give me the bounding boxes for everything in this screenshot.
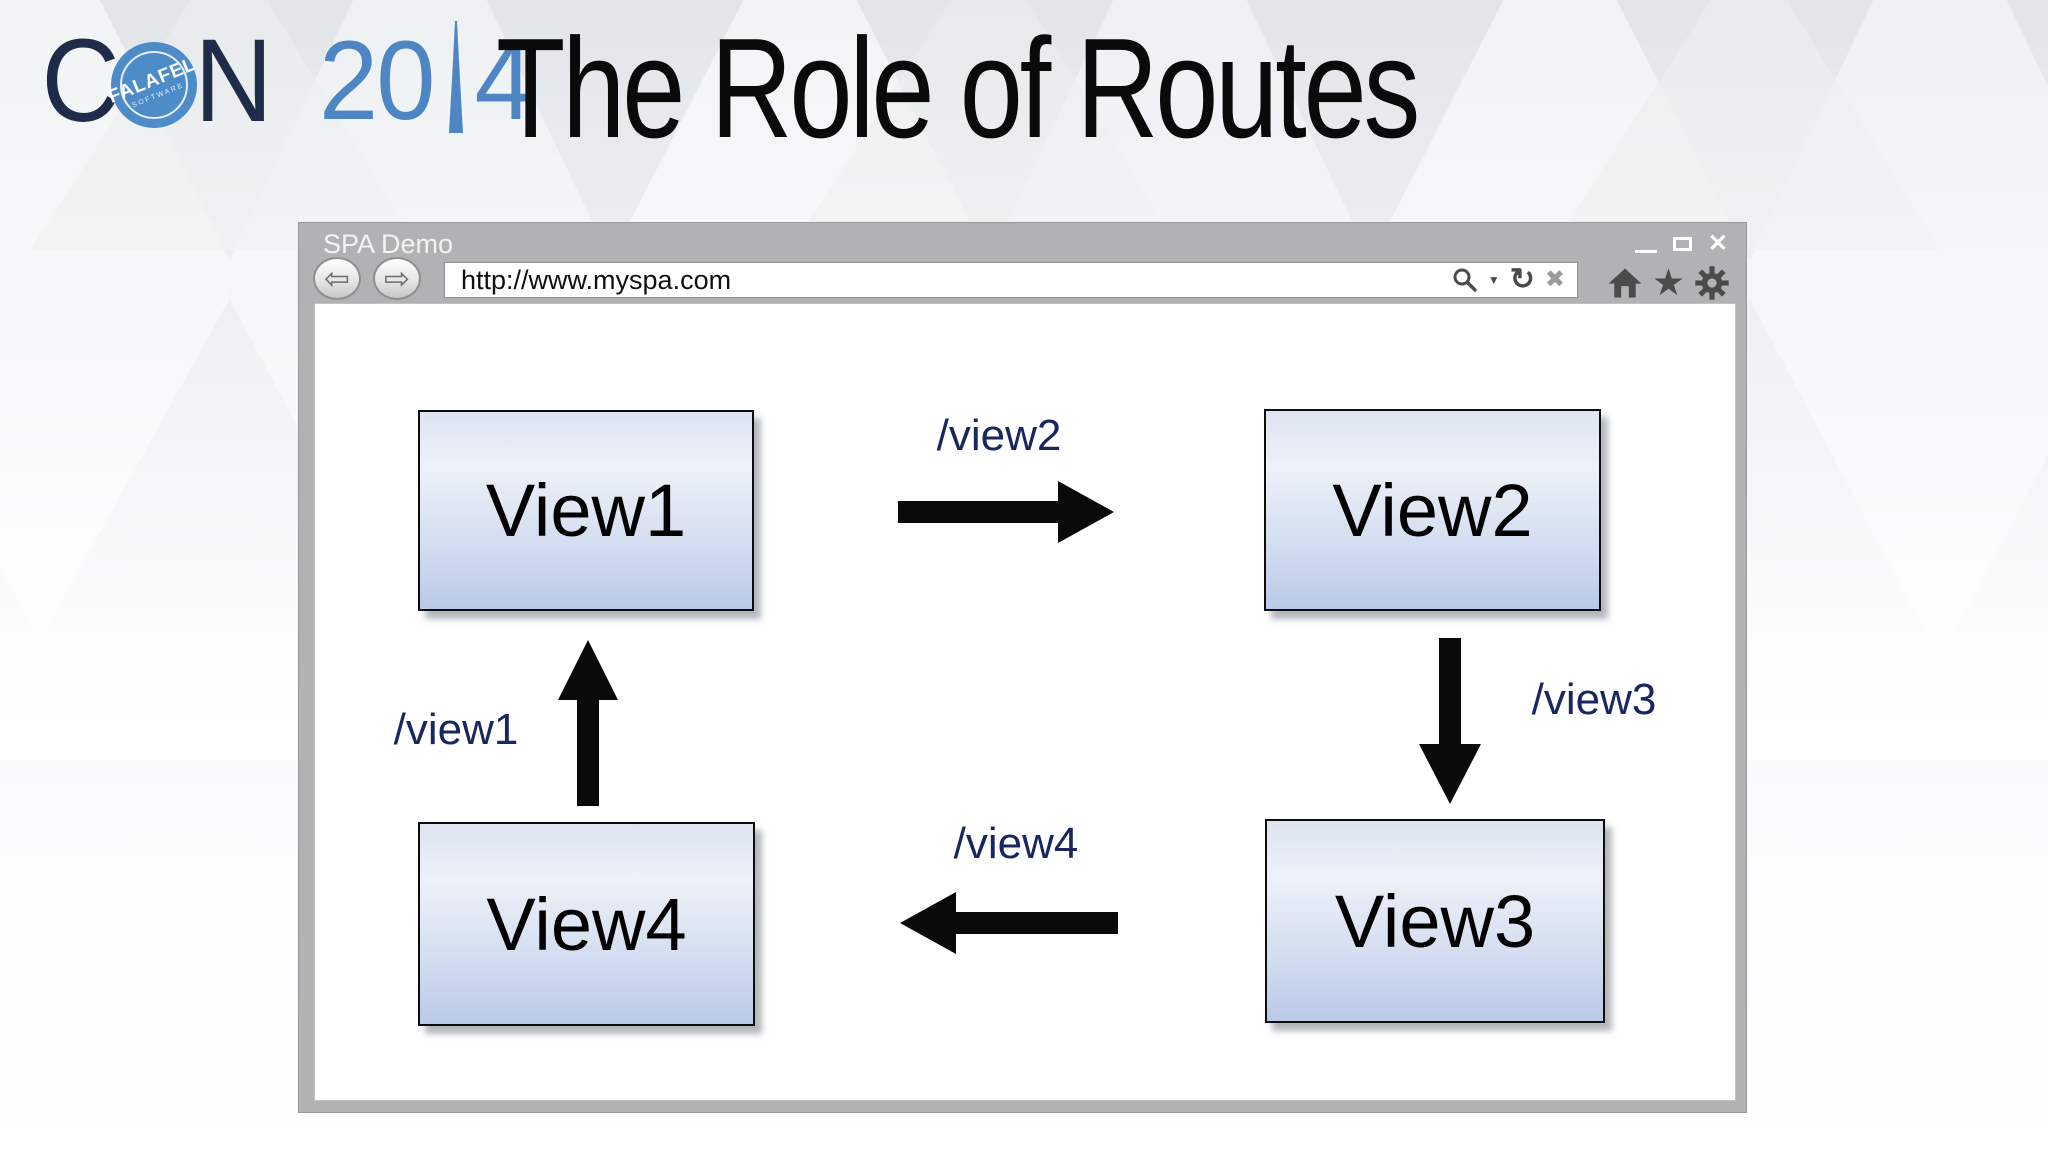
arrow-view1-icon xyxy=(558,640,618,806)
browser-window: SPA Demo ✕ ⇦ ⇨ http://www.myspa.com ▼ ↻ … xyxy=(298,222,1747,1113)
logo-letter-n: N xyxy=(194,15,273,147)
star-icon[interactable]: ★ xyxy=(1651,262,1685,303)
view3-label: View3 xyxy=(1334,879,1536,963)
logo-letter-c: C xyxy=(41,15,119,147)
url-text[interactable]: http://www.myspa.com xyxy=(461,264,732,295)
route-arrows xyxy=(558,481,1481,954)
search-icon[interactable] xyxy=(1452,267,1478,293)
falafel-badge-icon: FALAFEL SOFTWARE xyxy=(106,42,199,128)
minimize-button[interactable] xyxy=(1634,249,1657,253)
arrow-view2-icon xyxy=(898,481,1114,543)
home-icon[interactable] xyxy=(1607,266,1643,300)
logo-year-20: 20 xyxy=(319,18,435,143)
close-button[interactable]: ✕ xyxy=(1707,230,1728,257)
view2-label: View2 xyxy=(1332,468,1533,552)
route-label-view1: /view1 xyxy=(393,705,519,754)
arrow-view4-icon xyxy=(900,892,1118,954)
page-title: The Role of Routes xyxy=(496,9,1420,168)
route-label-view4: /view4 xyxy=(953,819,1079,868)
view3-box: View3 xyxy=(1265,819,1605,1023)
stop-icon[interactable]: ✖ xyxy=(1544,266,1565,293)
view4-box: View4 xyxy=(418,822,755,1026)
gear-icon[interactable] xyxy=(1694,265,1730,301)
view1-label: View1 xyxy=(485,469,687,552)
badge-ring xyxy=(120,51,189,119)
route-label-view2: /view2 xyxy=(936,411,1062,460)
browser-toolbar: ★ xyxy=(1607,264,1730,301)
forward-button[interactable]: ⇨ xyxy=(373,257,421,300)
view4-label: View4 xyxy=(486,882,687,966)
back-button[interactable]: ⇦ xyxy=(313,257,361,300)
view2-box: View2 xyxy=(1264,409,1601,611)
view1-box: View1 xyxy=(418,410,754,611)
maximize-button[interactable] xyxy=(1672,237,1692,251)
browser-viewport: View1 View2 View3 View4 /view2 /view3 /v… xyxy=(314,303,1736,1101)
arrow-view3-icon xyxy=(1419,638,1481,804)
refresh-icon[interactable]: ↻ xyxy=(1509,263,1535,296)
tower-icon xyxy=(449,21,464,133)
route-label-view3: /view3 xyxy=(1531,675,1657,724)
address-bar-icons: ▼ ↻ ✖ xyxy=(1452,265,1565,295)
logo-year-4: 4 xyxy=(474,18,534,143)
address-bar[interactable]: http://www.myspa.com ▼ ↻ ✖ xyxy=(444,262,1578,298)
search-caret-icon[interactable]: ▼ xyxy=(1487,273,1500,287)
falafel-con-logo: C FALAFEL SOFTWARE N 20 4 xyxy=(38,15,534,147)
window-title: SPA Demo xyxy=(323,229,454,259)
window-controls: ✕ xyxy=(1634,230,1728,257)
